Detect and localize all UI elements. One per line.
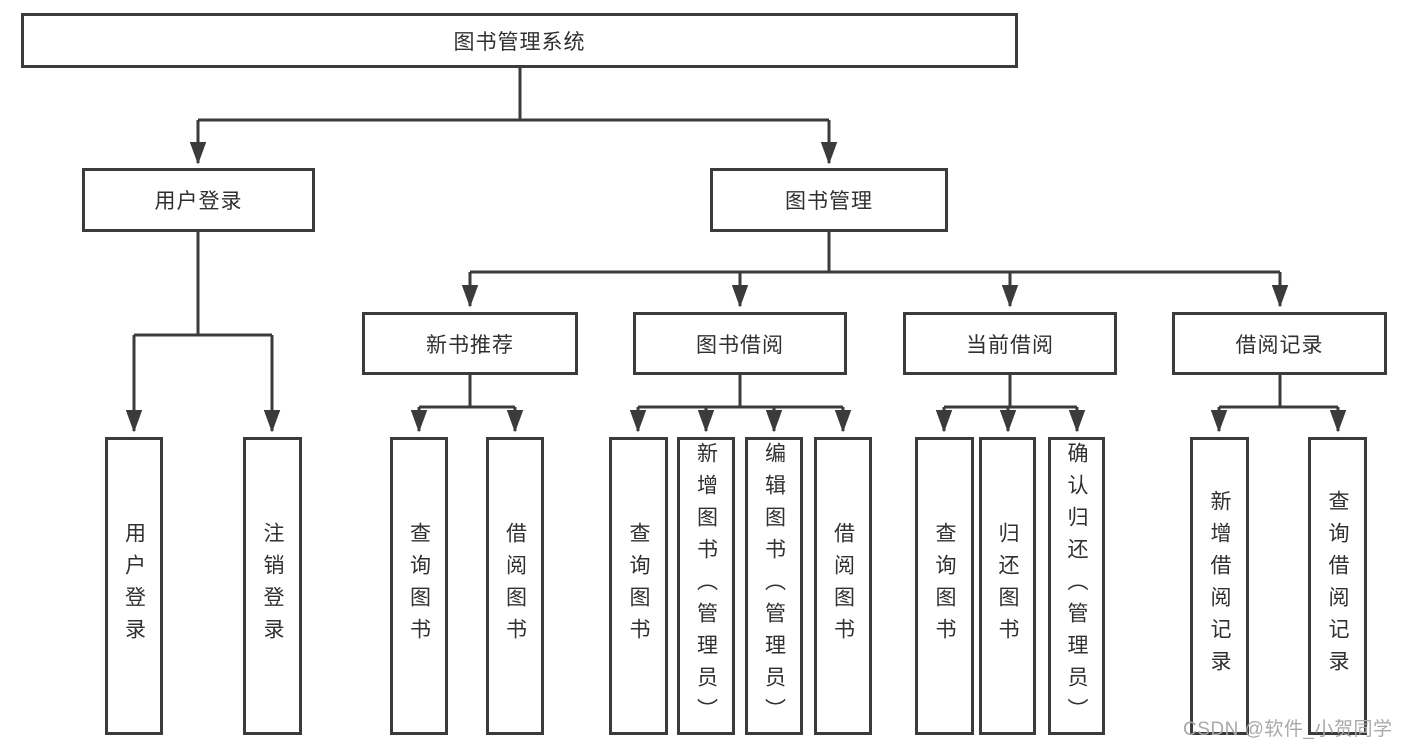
node-label: 借阅记录: [1235, 333, 1324, 357]
node-current-borrowing: 当前借阅: [903, 312, 1117, 375]
node-book-management: 图书管理: [710, 168, 948, 232]
leaf-label: 归还图书: [996, 522, 1019, 650]
leaf-logout: 注销登录: [243, 437, 302, 735]
leaf-label: 注销登录: [261, 522, 284, 650]
leaf-label: 查询图书: [933, 522, 956, 650]
node-label: 新书推荐: [426, 333, 514, 357]
leaf-borrow-books-recommend: 借阅图书: [486, 437, 544, 735]
node-user-login: 用户登录: [82, 168, 315, 232]
leaf-query-books-borrowing: 查询图书: [609, 437, 668, 735]
leaf-label: 新增借阅记录: [1208, 490, 1231, 682]
leaf-label: 编辑图书（管理员）: [762, 442, 786, 730]
csdn-watermark: CSDN @软件_小贺同学: [1183, 719, 1393, 740]
leaf-query-borrow-record: 查询借阅记录: [1308, 437, 1367, 735]
leaf-borrow-books: 借阅图书: [814, 437, 872, 735]
leaf-label: 确认归还（管理员）: [1065, 442, 1088, 730]
node-label: 图书借阅: [696, 333, 784, 357]
leaf-return-book: 归还图书: [979, 437, 1036, 735]
leaf-user-login: 用户登录: [105, 437, 163, 735]
node-new-book-recommendation: 新书推荐: [362, 312, 578, 375]
leaf-label: 用户登录: [122, 522, 146, 650]
node-label: 图书管理: [785, 190, 873, 213]
leaf-add-book-admin: 新增图书（管理员）: [677, 437, 735, 735]
node-library-management-system: 图书管理系统: [21, 13, 1018, 68]
node-book-borrowing: 图书借阅: [633, 312, 847, 375]
node-label: 图书管理系统: [453, 30, 586, 54]
leaf-label: 查询借阅记录: [1326, 490, 1349, 682]
leaf-label: 借阅图书: [503, 522, 527, 650]
leaf-edit-book-admin: 编辑图书（管理员）: [745, 437, 803, 735]
leaf-query-books-current: 查询图书: [915, 437, 974, 735]
node-label: 当前借阅: [966, 333, 1054, 357]
leaf-label: 借阅图书: [831, 522, 855, 650]
leaf-confirm-return-admin: 确认归还（管理员）: [1048, 437, 1105, 735]
leaf-add-borrow-record: 新增借阅记录: [1190, 437, 1249, 735]
node-label: 用户登录: [154, 190, 243, 213]
leaf-label: 查询图书: [627, 522, 650, 650]
leaf-query-books-recommend: 查询图书: [390, 437, 448, 735]
node-borrowing-records: 借阅记录: [1172, 312, 1387, 375]
leaf-label: 新增图书（管理员）: [694, 442, 718, 730]
leaf-label: 查询图书: [407, 522, 431, 650]
